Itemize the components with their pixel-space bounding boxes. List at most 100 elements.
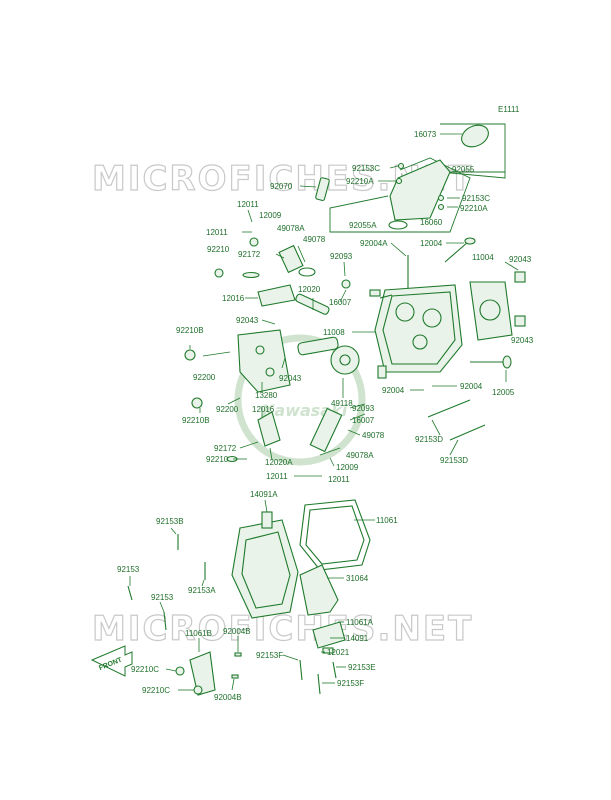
bolt-92153f-a <box>299 659 303 681</box>
o-ring-upper <box>242 271 260 279</box>
bolt-92153f-b <box>317 673 321 695</box>
plug-upper <box>249 237 259 247</box>
label-92210B: 92210B <box>176 326 204 335</box>
label-92043-d: 92043 <box>279 374 302 383</box>
valve-intake <box>444 237 476 263</box>
bracket-12021 <box>322 647 334 654</box>
label-92153C-b: 92153C <box>462 194 490 203</box>
label-14091: 14091 <box>346 634 369 643</box>
label-11061: 11061 <box>376 516 398 525</box>
label-92210: 92210 <box>207 245 230 254</box>
camshaft <box>297 336 360 375</box>
label-92153D-b: 92153D <box>440 456 468 465</box>
label-92004-b: 92004 <box>460 382 483 391</box>
nut-92210c-b <box>193 685 203 695</box>
label-12016-b: 12016 <box>252 405 275 414</box>
label-92004: 92004 <box>382 386 405 395</box>
label-12009-b: 12009 <box>336 463 359 472</box>
label-92153B: 92153B <box>156 517 184 526</box>
label-12005: 12005 <box>492 388 515 397</box>
nut-92210c-a <box>175 666 185 676</box>
valve-spring-upper <box>278 244 316 277</box>
label-92210A: 92210A <box>346 177 374 186</box>
label-12011: 12011 <box>237 200 259 209</box>
label-12020: 12020 <box>298 285 321 294</box>
label-92153D: 92153D <box>415 435 443 444</box>
label-92210A-b: 92210A <box>460 204 488 213</box>
rocker-holder <box>237 329 291 393</box>
front-arrow: FRONT <box>90 645 133 677</box>
label-92043: 92043 <box>509 255 532 264</box>
label-92055: 92055 <box>452 165 475 174</box>
label-12011-c: 12011 <box>266 472 288 481</box>
label-12020A: 12020A <box>265 458 293 467</box>
cover-group <box>315 123 506 233</box>
label-92043-b: 92043 <box>236 316 259 325</box>
label-12004: 12004 <box>420 239 443 248</box>
label-92172: 92172 <box>238 250 261 259</box>
label-92200-b: 92200 <box>216 405 239 414</box>
valve-exhaust <box>470 355 512 369</box>
label-31064: 31064 <box>346 574 369 583</box>
label-49078: 49078 <box>303 235 326 244</box>
label-92210-b: 92210 <box>206 455 229 464</box>
label-92093-b: 92093 <box>352 404 375 413</box>
label-92153C: 92153C <box>352 164 380 173</box>
nut-left-upper <box>184 349 196 361</box>
guide-upper <box>369 289 381 297</box>
rocker-arm-lower <box>257 411 281 447</box>
label-92004B: 92004B <box>223 627 251 636</box>
watermark-bottom: MICROFICHES.NET <box>92 609 473 649</box>
nut-left-lower <box>191 397 203 409</box>
rocker-arm-upper <box>257 284 330 315</box>
bolt-92153-a <box>127 585 133 601</box>
label-16060: 16060 <box>420 218 443 227</box>
label-13280: 13280 <box>255 391 278 400</box>
label-92004A: 92004A <box>360 239 388 248</box>
label-49078-b: 49078 <box>362 431 385 440</box>
label-92055A: 92055A <box>349 221 377 230</box>
label-11061B: 11061B <box>185 629 212 638</box>
label-92210B-b: 92210B <box>182 416 210 425</box>
label-11008: 11008 <box>323 328 345 337</box>
head-cover <box>231 511 299 619</box>
label-92153A: 92153A <box>188 586 216 595</box>
label-14091A: 14091A <box>250 490 278 499</box>
label-16073: 16073 <box>414 130 437 139</box>
dowel-pin-bottom <box>514 315 526 327</box>
label-92153F-b: 92153F <box>337 679 364 688</box>
label-92210C: 92210C <box>131 665 159 674</box>
dowel-pin-top <box>514 271 526 283</box>
leader-lines <box>129 133 519 691</box>
cover-gasket <box>299 499 371 571</box>
stud-bolt-2 <box>449 424 486 441</box>
label-49118: 49118 <box>331 399 353 408</box>
label-92093: 92093 <box>330 252 353 261</box>
diagram-id: E1111 <box>498 105 520 114</box>
label-92172-b: 92172 <box>214 444 237 453</box>
label-92200: 92200 <box>193 373 216 382</box>
label-92004B-b: 92004B <box>214 693 242 702</box>
label-92153E: 92153E <box>348 663 376 672</box>
pin-92004b-b <box>231 674 239 679</box>
label-12016: 12016 <box>222 294 245 303</box>
label-11061A: 11061A <box>346 618 374 627</box>
part-labels: 16073 92055 92153C 92210A 92070 92153C 9… <box>117 130 534 702</box>
cylinder-head <box>374 255 463 373</box>
label-16007-b: 16007 <box>352 416 375 425</box>
label-92153: 92153 <box>117 565 140 574</box>
guide-lower <box>377 365 387 379</box>
pin-92004b-a <box>234 652 242 657</box>
label-92210C-b: 92210C <box>142 686 170 695</box>
cover-plate <box>299 564 339 616</box>
label-92153F: 92153F <box>256 651 283 660</box>
label-16007: 16007 <box>329 298 352 307</box>
label-12009: 12009 <box>259 211 282 220</box>
label-49078A-b: 49078A <box>346 451 374 460</box>
label-49078A: 49078A <box>277 224 305 233</box>
washer-upper <box>214 268 224 278</box>
label-92070: 92070 <box>270 182 293 191</box>
seal-upper <box>341 279 351 289</box>
label-92043-c: 92043 <box>511 336 534 345</box>
